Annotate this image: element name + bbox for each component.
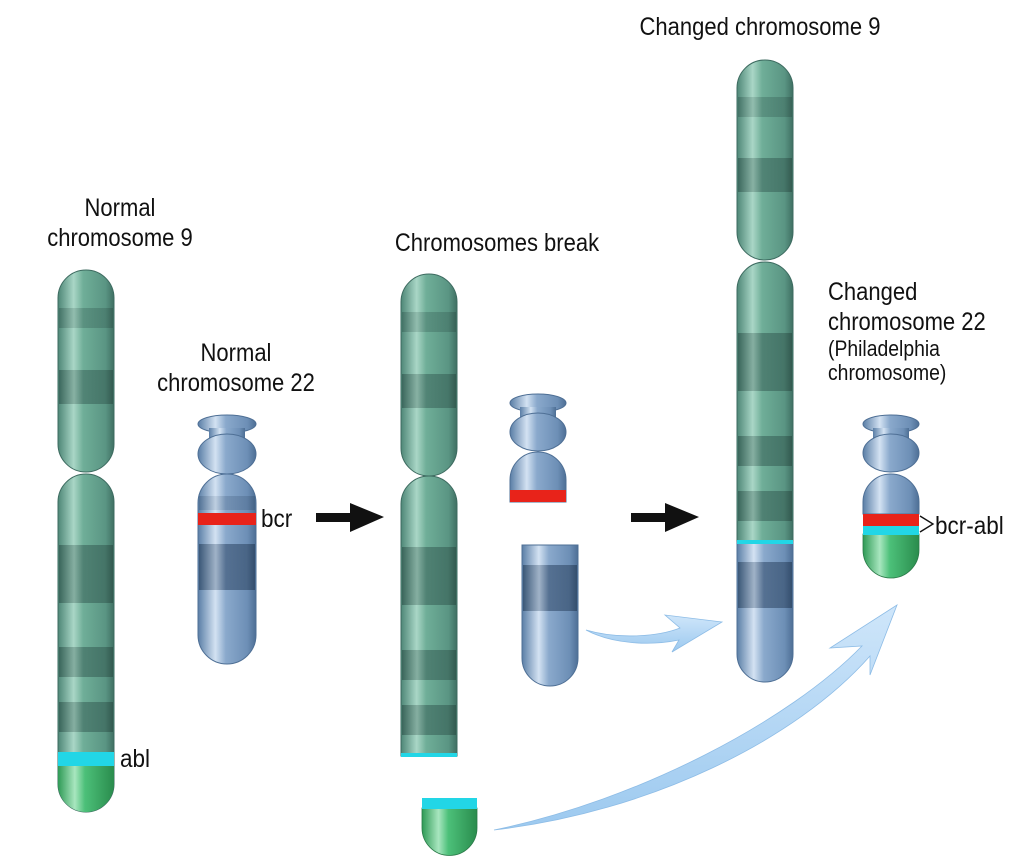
normal-chr9-title-line2: chromosome 9 (47, 224, 193, 252)
right-arrow-icon (316, 503, 384, 532)
normal-chromosome-9 (57, 269, 115, 813)
changed-chr22-title-line3: (Philadelphia (828, 336, 940, 361)
broken-chromosome-9 (400, 273, 458, 757)
philadelphia-chromosome (862, 414, 920, 579)
curved-arrow-icon (493, 604, 898, 831)
normal-chr22-title-line2: chromosome 22 (157, 369, 315, 397)
right-arrow-icon (631, 503, 699, 532)
changed-chr22-title: Changed chromosome 22 (Philadelphia chro… (828, 277, 986, 385)
normal-chr22-title-line1: Normal (200, 339, 272, 367)
bcr-abl-label: bcr-abl (935, 512, 1004, 540)
bcr-label: bcr (261, 505, 293, 533)
abl-band (58, 752, 114, 766)
abl-fragment (421, 798, 478, 856)
chromosomes-break-title: Chromosomes break (394, 229, 600, 257)
bcr-band (198, 513, 256, 525)
broken-chromosome-22-top (509, 393, 567, 503)
curved-arrow-icon (585, 614, 724, 653)
broken-chromosome-22-bottom (521, 544, 579, 687)
normal-chr9-title: Normal chromosome 9 (32, 193, 208, 253)
normal-chr9-title-line1: Normal (84, 194, 156, 222)
changed-chr22-title-line1: Changed (828, 278, 918, 306)
changed-chr22-title-line2: chromosome 22 (828, 308, 986, 336)
normal-chr22-title: Normal chromosome 22 (139, 338, 333, 398)
changed-chromosome-9 (736, 59, 794, 683)
abl-label: abl (120, 745, 151, 773)
caret-pointer-icon (919, 515, 935, 533)
changed-chr22-title-line4: chromosome) (828, 360, 947, 385)
changed-chr9-title: Changed chromosome 9 (639, 13, 881, 41)
normal-chromosome-22 (197, 414, 257, 665)
